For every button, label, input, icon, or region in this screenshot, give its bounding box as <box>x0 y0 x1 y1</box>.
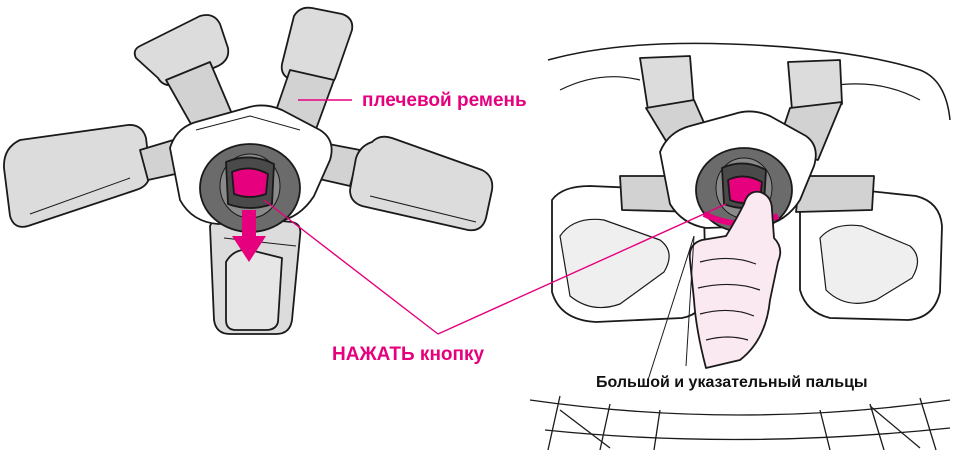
right-strap <box>306 137 492 231</box>
seat-outline <box>548 43 950 120</box>
press-button-label: НАЖАТЬ кнопку <box>332 344 484 366</box>
left-figure <box>4 8 492 334</box>
fingers-label: Большой и указательный пальцы <box>596 371 886 395</box>
shoulder-strap-label: плечевой ремень <box>362 90 527 112</box>
release-button[interactable] <box>232 168 268 197</box>
seat-bottom-weave <box>530 396 950 450</box>
